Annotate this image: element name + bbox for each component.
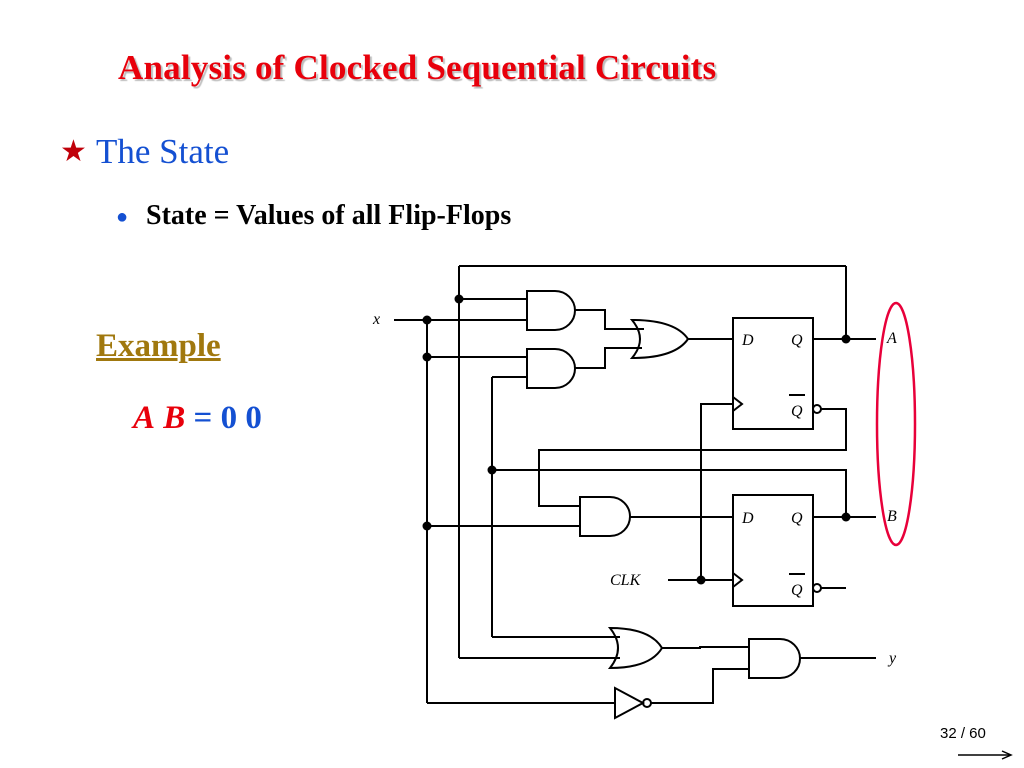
junction-dot [841, 512, 851, 522]
label-clk: CLK [610, 572, 642, 589]
not-gate [614, 686, 646, 720]
star-bullet-icon: ★ [60, 135, 87, 168]
junction-dot [696, 575, 706, 585]
and-gate-4 [748, 638, 801, 679]
or-gate-1 [629, 318, 690, 360]
ff-a-qbar-label: Q [791, 403, 803, 420]
dot-bullet-icon: ● [116, 206, 129, 228]
flip-flop-a [732, 317, 814, 430]
junction-dot [841, 334, 851, 344]
ff-b-qbar-label: Q [791, 582, 803, 599]
state-var-b: B [163, 400, 186, 436]
example-label: Example [96, 328, 221, 364]
bullet-text: State = Values of all Flip-Flops [146, 200, 512, 231]
flip-flop-b [732, 494, 814, 607]
state-highlight-ellipse [875, 301, 917, 547]
ff-b-d-label: D [741, 510, 754, 527]
next-arrow-icon [958, 750, 1013, 760]
or-gate-2 [607, 626, 664, 670]
junction-dot [422, 352, 432, 362]
and-gate-1 [526, 290, 576, 331]
label-x: x [372, 311, 380, 328]
page-number: 32 / 60 [940, 725, 986, 742]
state-value: = 0 0 [193, 400, 262, 436]
ff-a-d-label: D [741, 332, 754, 349]
label-output-y: y [887, 650, 897, 667]
state-expression: A B = 0 0 [133, 398, 262, 438]
state-var-a: A [133, 400, 156, 436]
junction-dot [487, 465, 497, 475]
label-output-a: A [886, 330, 897, 347]
section-heading: The State [96, 132, 230, 171]
junction-dot [454, 294, 464, 304]
junction-dot [422, 315, 432, 325]
ff-a-q-label: Q [791, 332, 803, 349]
label-output-b: B [887, 508, 897, 525]
and-gate-3 [579, 496, 631, 537]
slide-title: Analysis of Clocked Sequential Circuits [118, 48, 717, 87]
ff-b-q-label: Q [791, 510, 803, 527]
and-gate-2 [526, 348, 576, 389]
junction-dot [422, 521, 432, 531]
